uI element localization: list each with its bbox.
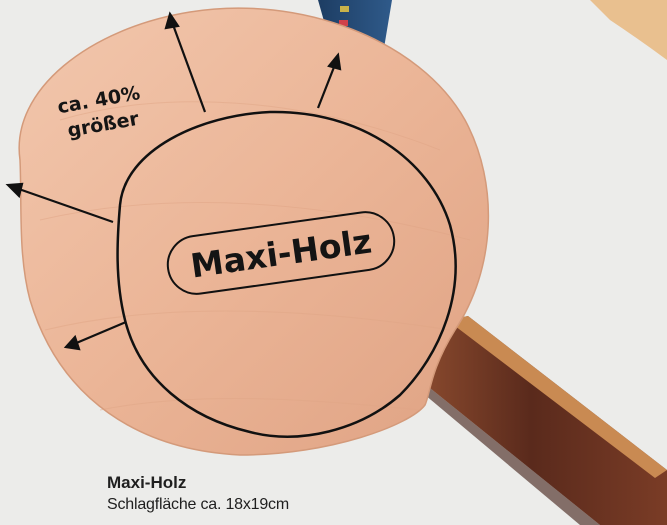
paddle-handle — [412, 316, 667, 525]
product-caption: Maxi-Holz Schlagfläche ca. 18x19cm — [107, 472, 289, 516]
background-wood-edge — [590, 0, 667, 60]
caption-title: Maxi-Holz — [107, 472, 289, 494]
arrow-head-icon — [8, 184, 22, 196]
caption-subtitle: Schlagfläche ca. 18x19cm — [107, 494, 289, 516]
